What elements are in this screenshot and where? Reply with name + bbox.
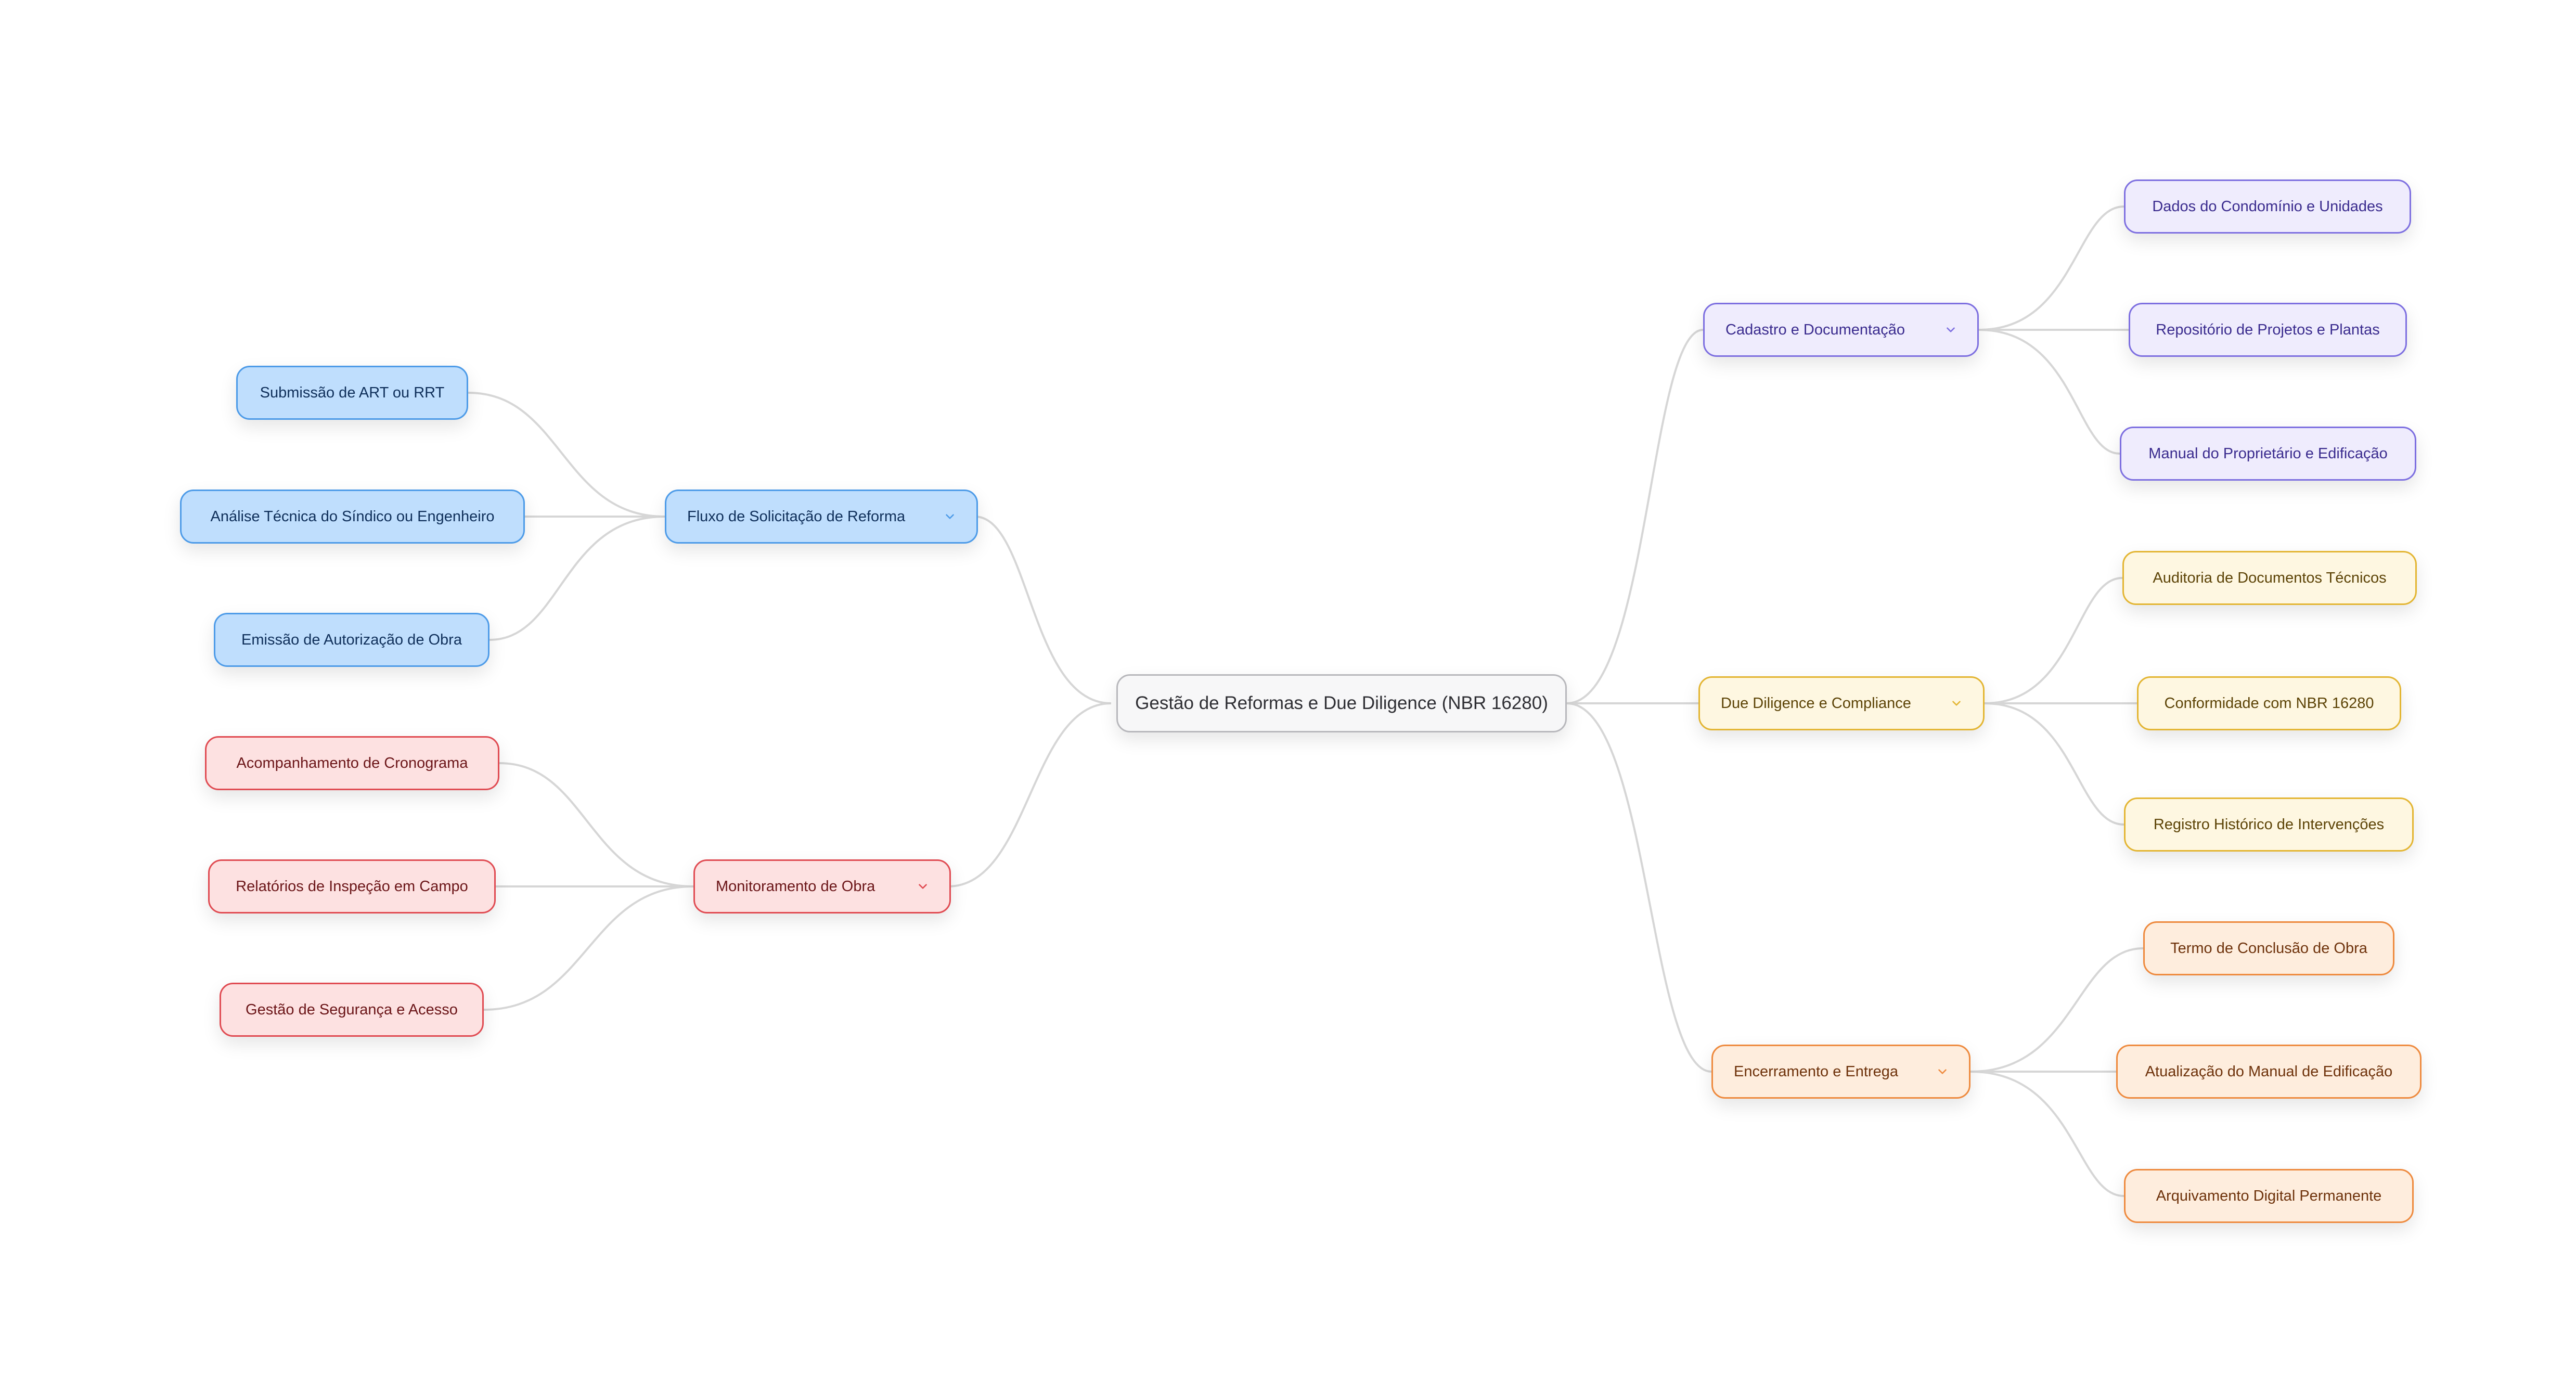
- leaf-auditoria-documentos[interactable]: Auditoria de Documentos Técnicos: [2122, 551, 2417, 605]
- leaf-label: Acompanhamento de Cronograma: [236, 754, 468, 771]
- connector-root-cadastro: [1566, 329, 1704, 704]
- chevron-down-icon[interactable]: [943, 510, 957, 523]
- leaf-label: Atualização do Manual de Edificação: [2145, 1063, 2393, 1080]
- connector-fluxo-1: [468, 392, 665, 518]
- connector-root-monitoramento: [947, 702, 1112, 887]
- leaf-art-rrt[interactable]: Submissão de ART ou RRT: [236, 366, 468, 420]
- branch-fluxo[interactable]: Fluxo de Solicitação de Reforma: [665, 490, 978, 544]
- leaf-analise-tecnica[interactable]: Análise Técnica do Síndico ou Engenheiro: [180, 490, 525, 544]
- chevron-down-icon[interactable]: [916, 880, 930, 893]
- leaf-label: Registro Histórico de Intervenções: [2153, 816, 2385, 833]
- connector-monitoramento-1: [499, 762, 694, 887]
- connector-due-3: [1984, 702, 2124, 826]
- leaf-label: Gestão de Segurança e Acesso: [246, 1001, 458, 1018]
- leaf-emissao-autorizacao[interactable]: Emissão de Autorização de Obra: [214, 613, 490, 667]
- connector-root-fluxo: [974, 516, 1112, 704]
- branch-due-diligence[interactable]: Due Diligence e Compliance: [1698, 676, 1985, 730]
- branch-label: Due Diligence e Compliance: [1721, 694, 1911, 712]
- connector-cadastro-3: [1978, 329, 2120, 455]
- connector-fluxo-3: [489, 516, 665, 641]
- leaf-termo-conclusao[interactable]: Termo de Conclusão de Obra: [2143, 921, 2394, 975]
- chevron-down-icon[interactable]: [1944, 323, 1957, 337]
- connector-due-1: [1984, 577, 2123, 704]
- leaf-label: Análise Técnica do Síndico ou Engenheiro: [210, 508, 495, 525]
- leaf-label: Conformidade com NBR 16280: [2164, 694, 2374, 712]
- leaf-seguranca-acesso[interactable]: Gestão de Segurança e Acesso: [220, 983, 484, 1037]
- leaf-label: Relatórios de Inspeção em Campo: [236, 878, 468, 895]
- leaf-label: Submissão de ART ou RRT: [260, 384, 445, 401]
- branch-encerramento[interactable]: Encerramento e Entrega: [1711, 1045, 1970, 1099]
- leaf-conformidade-nbr[interactable]: Conformidade com NBR 16280: [2137, 676, 2401, 730]
- branch-label: Monitoramento de Obra: [716, 878, 875, 895]
- root-node[interactable]: Gestão de Reformas e Due Diligence (NBR …: [1116, 674, 1567, 732]
- leaf-label: Arquivamento Digital Permanente: [2156, 1187, 2382, 1204]
- branch-cadastro[interactable]: Cadastro e Documentação: [1703, 303, 1979, 357]
- branch-label: Fluxo de Solicitação de Reforma: [687, 508, 906, 525]
- leaf-relatorios-inspecao[interactable]: Relatórios de Inspeção em Campo: [208, 859, 496, 913]
- branch-label: Encerramento e Entrega: [1734, 1063, 1898, 1080]
- leaf-label: Dados do Condomínio e Unidades: [2152, 198, 2383, 215]
- leaf-atualizacao-manual[interactable]: Atualização do Manual de Edificação: [2116, 1045, 2422, 1099]
- connector-encerramento-1: [1970, 947, 2144, 1073]
- chevron-down-icon[interactable]: [1950, 697, 1963, 710]
- leaf-manual-proprietario[interactable]: Manual do Proprietário e Edificação: [2120, 427, 2416, 481]
- leaf-label: Manual do Proprietário e Edificação: [2148, 445, 2388, 462]
- root-label: Gestão de Reformas e Due Diligence (NBR …: [1135, 693, 1548, 713]
- leaf-label: Emissão de Autorização de Obra: [241, 631, 462, 648]
- leaf-dados-condominio[interactable]: Dados do Condomínio e Unidades: [2124, 179, 2411, 234]
- leaf-cronograma[interactable]: Acompanhamento de Cronograma: [205, 736, 499, 790]
- branch-label: Cadastro e Documentação: [1725, 321, 1905, 338]
- connector-root-encerramento: [1566, 702, 1712, 1073]
- connector-cadastro-1: [1978, 205, 2124, 331]
- branch-monitoramento[interactable]: Monitoramento de Obra: [693, 859, 951, 913]
- leaf-arquivamento-digital[interactable]: Arquivamento Digital Permanente: [2124, 1169, 2414, 1223]
- leaf-label: Auditoria de Documentos Técnicos: [2153, 569, 2387, 586]
- connector-encerramento-3: [1970, 1071, 2124, 1197]
- leaf-repositorio-projetos[interactable]: Repositório de Projetos e Plantas: [2129, 303, 2407, 357]
- leaf-label: Termo de Conclusão de Obra: [2170, 939, 2367, 957]
- leaf-registro-historico[interactable]: Registro Histórico de Intervenções: [2124, 797, 2414, 852]
- leaf-label: Repositório de Projetos e Plantas: [2156, 321, 2380, 338]
- chevron-down-icon[interactable]: [1936, 1065, 1949, 1078]
- connector-monitoramento-3: [483, 885, 694, 1011]
